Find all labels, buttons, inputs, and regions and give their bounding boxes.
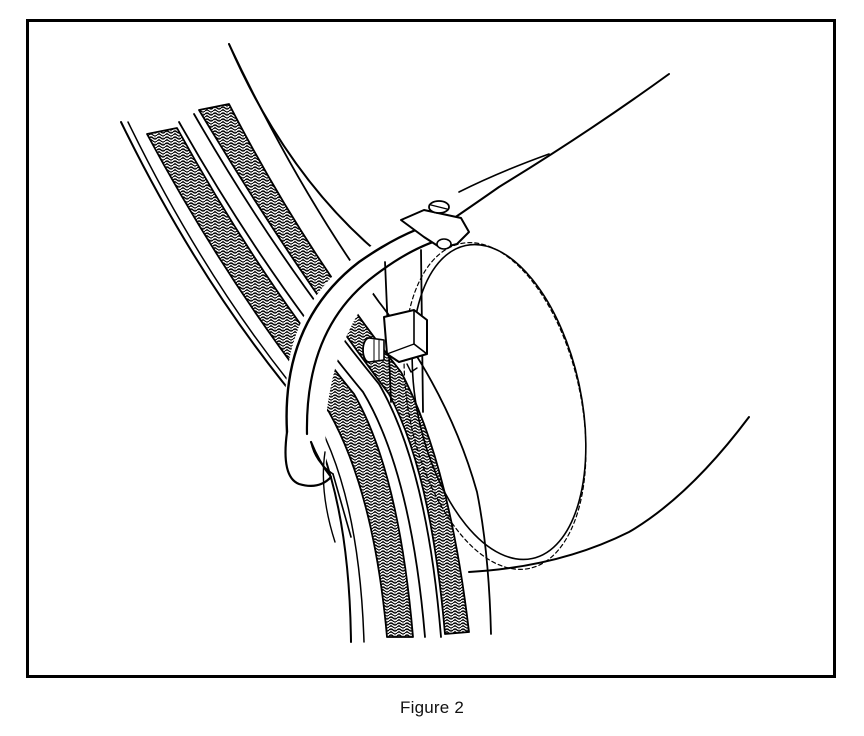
- figure-frame: [26, 19, 836, 678]
- line-drawing-binding-clamp-icon: [120, 43, 750, 643]
- figure-caption: Figure 2: [400, 698, 464, 717]
